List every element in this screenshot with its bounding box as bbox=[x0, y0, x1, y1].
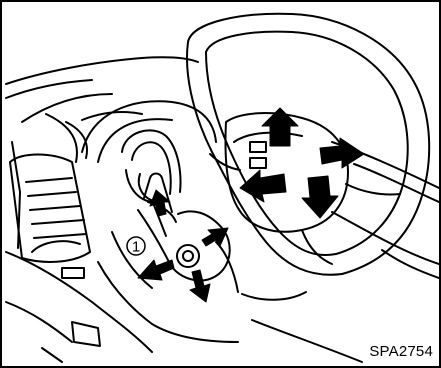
arrow-down-left-icon bbox=[138, 260, 174, 280]
callout-1: 1 bbox=[127, 237, 145, 256]
adjustment-arrows bbox=[138, 108, 364, 302]
release-knob bbox=[177, 245, 199, 267]
air-vent bbox=[10, 142, 90, 278]
dashboard bbox=[6, 57, 439, 362]
arrow-up-right-icon bbox=[202, 228, 228, 246]
arrow-left-icon bbox=[240, 170, 286, 202]
callout-label: 1 bbox=[132, 239, 140, 256]
column-shroud bbox=[98, 130, 230, 324]
figure-code: SPA2754 bbox=[369, 343, 433, 360]
arrow-right-icon bbox=[320, 138, 364, 168]
arrow-down-icon bbox=[190, 270, 210, 302]
